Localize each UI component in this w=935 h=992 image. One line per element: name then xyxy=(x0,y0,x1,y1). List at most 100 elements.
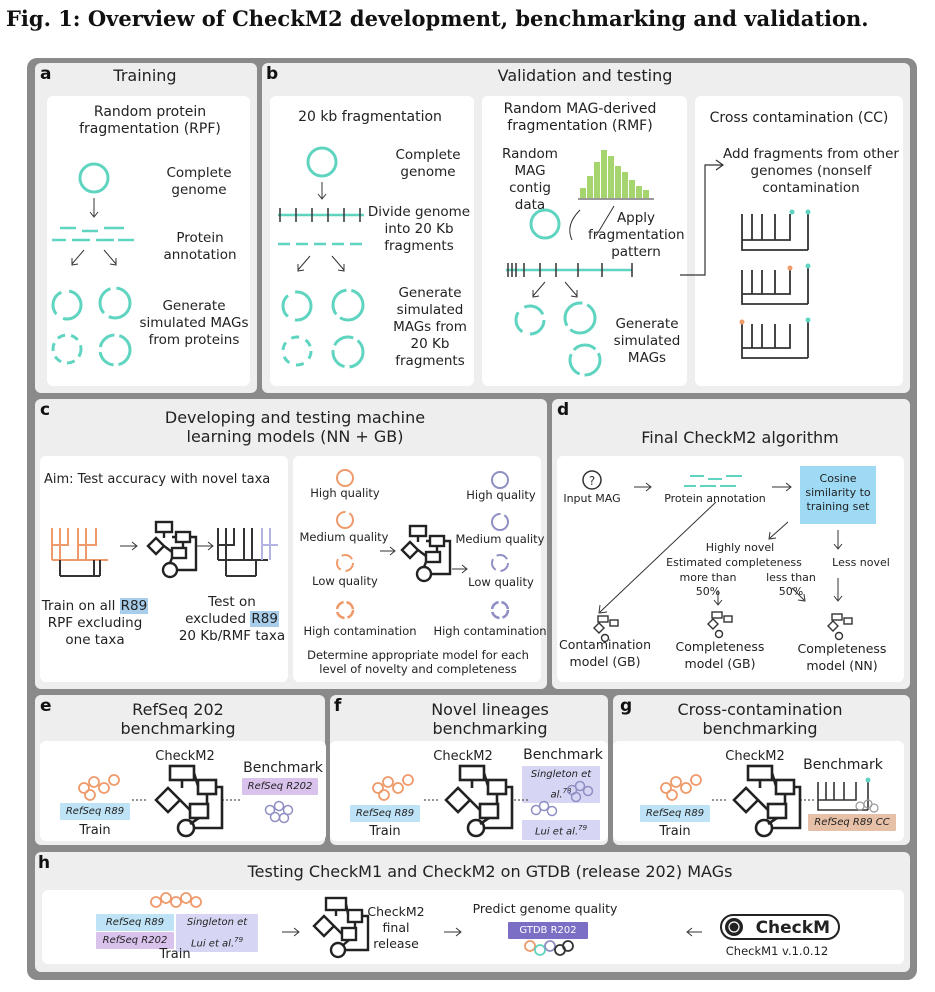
panel-g-title: Cross-contamination benchmarking xyxy=(677,700,843,738)
mag-circle xyxy=(98,333,132,367)
panel-f-title: Novel lineages benchmarking xyxy=(431,700,549,738)
refseq-r202-tag: RefSeq R202 xyxy=(242,778,318,795)
test-post: 20 Kb/RMF taxa xyxy=(178,628,286,644)
mq-right: Medium quality xyxy=(455,532,545,546)
panel-f-letter: f xyxy=(334,696,342,716)
checkm2-label: CheckM2 xyxy=(725,749,785,764)
more-than-50: more than 50% xyxy=(679,571,737,598)
train-pre: Train on all xyxy=(41,598,120,614)
hc-left: High contamination xyxy=(303,624,417,638)
less-than-50: less than 50% xyxy=(766,571,816,598)
lq-left: Low quality xyxy=(312,574,378,588)
panel-b-title: Validation and testing xyxy=(497,66,673,85)
cosine-box: Cosine similarity to training set xyxy=(800,466,876,524)
hq-right: High quality xyxy=(466,488,536,502)
rpf-title: Random protein fragmentation (RPF) xyxy=(79,104,221,137)
svg-text:?: ? xyxy=(589,474,595,488)
panel-b-card-kb xyxy=(270,96,474,386)
benchmark-label: Benchmark xyxy=(523,747,603,763)
aim-text: Aim: Test accuracy with novel taxa xyxy=(44,472,271,487)
lui-ref: 79 xyxy=(578,824,588,832)
checkm2-final-network xyxy=(312,896,370,959)
train-label: Train xyxy=(159,947,191,962)
highly-novel: Highly novel xyxy=(705,541,775,554)
determine-text: Determine appropriate model for each lev… xyxy=(307,648,529,676)
complete-genome-label: Complete genome xyxy=(166,165,232,198)
figure-title: Fig. 1: Overview of CheckM2 development,… xyxy=(6,6,869,31)
mag-circle xyxy=(51,333,83,365)
lui-tag: Lui et al.79 xyxy=(522,820,600,841)
genome-cluster-orange xyxy=(78,774,702,801)
train-label: Train xyxy=(659,824,691,839)
gtdb-circles xyxy=(524,940,574,956)
contig-histogram xyxy=(580,150,649,198)
panel-h-title: Testing CheckM1 and CheckM2 on GTDB (rel… xyxy=(247,862,733,881)
panel-c-title: Developing and testing machine learning … xyxy=(164,408,426,446)
checkm-logo-text: CheckM xyxy=(755,918,830,938)
mq-left: Medium quality xyxy=(299,530,389,544)
panel-e-letter: e xyxy=(40,696,52,716)
train-post: RPF excluding one taxa xyxy=(47,615,143,648)
mag-circle xyxy=(51,289,83,321)
tree-orange xyxy=(51,528,108,561)
checkm-logo: CheckM xyxy=(720,914,840,940)
input-mag: Input MAG xyxy=(563,492,621,505)
hc-right: High contamination xyxy=(433,624,547,638)
kb-title: 20 kb fragmentation xyxy=(298,109,442,125)
refseq-r89-tag: RefSeq R89 xyxy=(640,805,710,822)
refseq-r89-tag: RefSeq R89 xyxy=(96,914,174,931)
cc-tree xyxy=(741,214,809,359)
cc-add: Add fragments from other genomes (nonsel… xyxy=(723,146,899,196)
kb-divide: Divide genome into 20 Kb fragments xyxy=(367,204,471,254)
generate-rpf-label: Generate simulated MAGs from proteins xyxy=(139,298,249,348)
cc-bench-tree xyxy=(817,782,869,811)
protein-annotation: Protein annotation xyxy=(664,492,766,505)
panel-b-letter: b xyxy=(266,64,279,84)
lui-tag: Lui et al.79 xyxy=(176,932,258,953)
completeness-model-nn: Completeness model (NN) xyxy=(797,641,887,673)
model-icon xyxy=(593,611,853,643)
completeness-model-gb: Completeness model (GB) xyxy=(675,639,765,671)
refseq-r89-cc-tag: RefSeq R89 CC xyxy=(808,814,896,831)
panel-c-card-right xyxy=(293,456,541,682)
kb-complete-genome: Complete genome xyxy=(395,147,461,180)
lq-right: Low quality xyxy=(468,575,534,589)
checkm1-version: CheckM1 v.1.0.12 xyxy=(725,944,829,958)
refseq-r202-tag: RefSeq R202 xyxy=(96,932,174,949)
refseq-r89-tag: RefSeq R89 xyxy=(60,803,130,820)
rmf-title: Random MAG-derived fragmentation (RMF) xyxy=(503,101,657,134)
rmf-generate: Generate simulated MAGs xyxy=(613,316,681,366)
singleton-tag: Singleton et al.78 xyxy=(522,766,600,804)
benchmark-label: Benchmark xyxy=(803,757,883,773)
checkm2-label: CheckM2 xyxy=(433,749,493,764)
checkm2-final: CheckM2 final release xyxy=(367,904,425,951)
rmf-apply: Apply fragmentation pattern xyxy=(588,210,685,260)
refseq-r89-tag: RefSeq R89 xyxy=(350,805,420,822)
r89-highlight: R89 xyxy=(250,611,279,627)
gtdb-tag: GTDB R202 xyxy=(508,922,588,939)
kb-generate: Generate simulated MAGs from 20 Kb fragm… xyxy=(393,285,467,369)
train-label: Train xyxy=(369,824,401,839)
arrow-down xyxy=(89,198,99,218)
lui-text: Lui et al. xyxy=(534,826,579,838)
cc-title: Cross contamination (CC) xyxy=(709,110,889,126)
checkm2-label: CheckM2 xyxy=(155,749,215,764)
benchmark-label: Benchmark xyxy=(243,760,323,776)
panel-h-letter: h xyxy=(38,853,51,873)
rmf-contig: Random MAG contig data xyxy=(502,146,558,213)
protein-annotation-label: Protein annotation xyxy=(163,230,237,263)
panel-d-title: Final CheckM2 algorithm xyxy=(641,428,839,447)
est-completeness: Estimated completeness xyxy=(666,556,802,569)
panel-a-letter: a xyxy=(40,64,52,84)
panel-a-title: Training xyxy=(113,66,177,85)
hq-left: High quality xyxy=(310,486,380,500)
panel-b-card-rmf xyxy=(482,96,687,386)
network-icon-c2 xyxy=(400,524,452,583)
train-label: Train xyxy=(79,823,111,838)
